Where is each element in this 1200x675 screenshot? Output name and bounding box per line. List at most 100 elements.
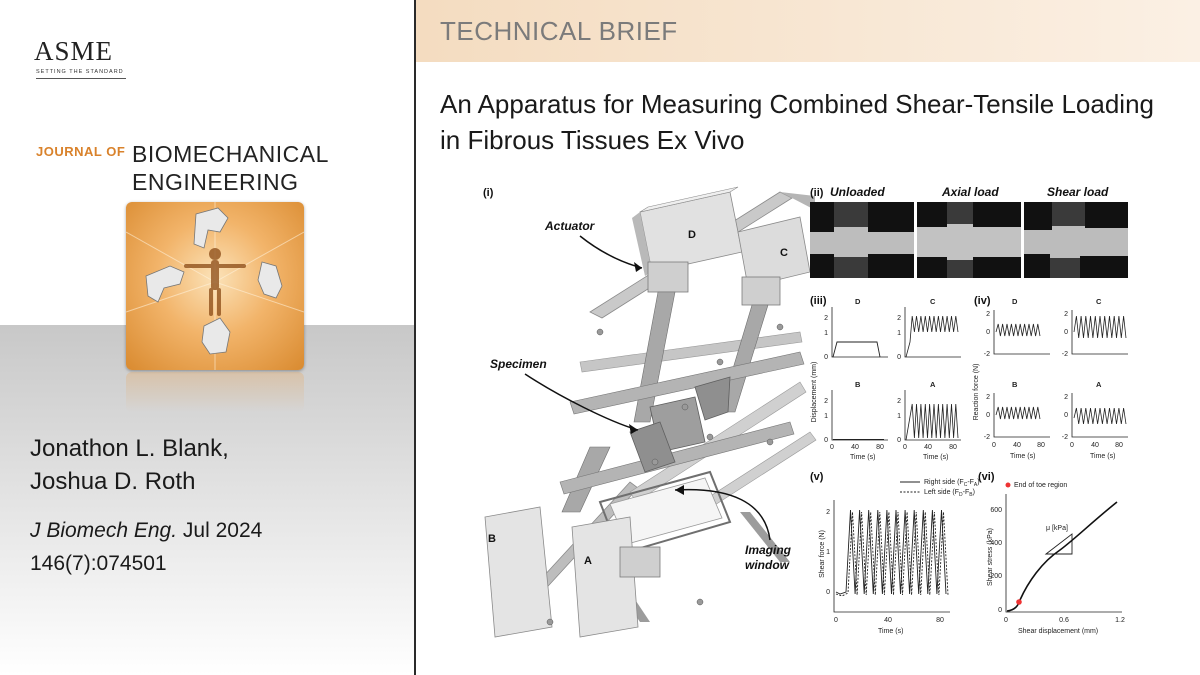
iv-trace-a [1073,407,1127,425]
v-trace-right [835,509,947,595]
article-title: An Apparatus for Measuring Combined Shea… [440,89,1154,155]
svg-text:2: 2 [897,398,901,405]
vi-curve [1006,501,1118,612]
svg-text:2: 2 [897,315,901,322]
svg-text:2: 2 [986,311,990,318]
arrow-specimen [524,373,639,431]
iii-title-b: B [855,380,861,389]
label-specimen: Specimen [490,357,547,371]
label-tube-d: D [688,229,696,241]
panel-iv-label: (iv) [974,295,991,307]
svg-text:0: 0 [1070,442,1074,449]
svg-text:1: 1 [897,413,901,420]
iii-xlabel-right: Time (s) [923,454,948,461]
photo-label-shear: Shear load [1047,185,1109,199]
photo-shear-load [1024,202,1128,278]
svg-text:2: 2 [826,509,830,516]
iv-trace-b [995,406,1041,420]
svg-text:-2: -2 [1062,434,1068,441]
svg-text:0: 0 [1004,617,1008,624]
svg-text:40: 40 [884,617,892,624]
vi-legend-marker [1005,482,1011,488]
svg-text:80: 80 [876,444,884,451]
citation-journal: J Biomech Eng. [30,519,178,542]
svg-text:0: 0 [903,444,907,451]
iii-trace-d [832,341,881,358]
svg-text:600: 600 [990,507,1002,514]
citation: J Biomech Eng. Jul 2024 146(7):074501 [30,514,262,580]
iii-xlabel-left: Time (s) [850,454,875,461]
photo-label-axial: Axial load [941,185,999,199]
photo-unloaded [810,202,914,278]
panel-iii-label: (iii) [810,295,827,307]
v-legend-right: Right side (FC-FA) [924,479,980,488]
asme-tagline: SETTING THE STANDARD [36,69,124,75]
svg-text:200: 200 [990,573,1002,580]
svg-text:0: 0 [897,437,901,444]
svg-text:1: 1 [826,549,830,556]
svg-text:0: 0 [998,607,1002,614]
asme-logo: ASME SETTING THE STANDARD [30,36,130,86]
svg-text:0: 0 [986,412,990,419]
v-legend-left: Left side (FD-FB) [924,489,975,498]
iii-title-a: A [930,380,936,389]
label-tube-a: A [584,555,592,567]
svg-text:0: 0 [830,444,834,451]
svg-text:0: 0 [897,354,901,361]
iii-title-c: C [930,297,936,306]
iv-trace-c [1073,315,1127,339]
iii-title-d: D [855,297,861,306]
svg-text:1: 1 [824,330,828,337]
iii-ylabel: Displacement (mm) [811,362,818,423]
iii-trace-c [905,315,959,358]
svg-text:-2: -2 [1062,351,1068,358]
journal-name-line1: BIOMECHANICAL [132,141,329,167]
citation-journal-date: J Biomech Eng. Jul 2024 [30,514,262,547]
iv-trace-d [995,323,1041,337]
label-imaging-line2: window [745,558,790,572]
svg-text:-2: -2 [984,434,990,441]
iv-title-a: A [1096,380,1102,389]
svg-text:-2: -2 [984,351,990,358]
v-xlabel: Time (s) [878,628,903,635]
arrow-actuator [579,235,643,269]
author-list: Jonathon L. Blank, Joshua D. Roth [30,432,229,498]
svg-text:0: 0 [824,437,828,444]
iv-xlabel-right: Time (s) [1090,453,1115,460]
citation-volume: 146(7):074501 [30,552,167,575]
author-2: Joshua D. Roth [30,468,196,495]
svg-text:0: 0 [824,354,828,361]
journal-name: BIOMECHANICAL ENGINEERING [132,140,329,196]
svg-text:1: 1 [824,413,828,420]
panel-i-label: (i) [483,187,494,199]
journal-cover-image [126,202,304,370]
svg-text:2: 2 [1064,394,1068,401]
svg-text:2: 2 [1064,311,1068,318]
svg-text:2: 2 [986,394,990,401]
asme-logo-rule [36,78,126,79]
panel-vi-label: (vi) [978,471,995,483]
svg-text:400: 400 [990,540,1002,547]
article-type-label: TECHNICAL BRIEF [440,16,678,46]
journal-name-line2: ENGINEERING [132,169,299,195]
panel-v-label: (v) [810,471,824,483]
svg-text:80: 80 [936,617,944,624]
iii-trace-a [905,403,959,441]
svg-text:80: 80 [949,444,957,451]
svg-text:0: 0 [834,617,838,624]
graphical-abstract-figure: (i) [480,182,1145,642]
author-1: Jonathon L. Blank, [30,435,229,462]
left-panel-gradient [0,325,414,675]
vertical-divider [414,0,416,675]
label-actuator: Actuator [544,219,596,233]
iv-ylabel: Reaction force (N) [973,364,980,421]
iv-title-c: C [1096,297,1102,306]
vi-xlabel: Shear displacement (mm) [1018,628,1098,635]
iv-title-b: B [1012,380,1018,389]
vi-annotation: μ [kPa] [1046,525,1068,532]
label-tube-b: B [488,533,496,545]
svg-text:40: 40 [924,444,932,451]
svg-text:2: 2 [824,315,828,322]
svg-text:0: 0 [992,442,996,449]
svg-text:40: 40 [1013,442,1021,449]
